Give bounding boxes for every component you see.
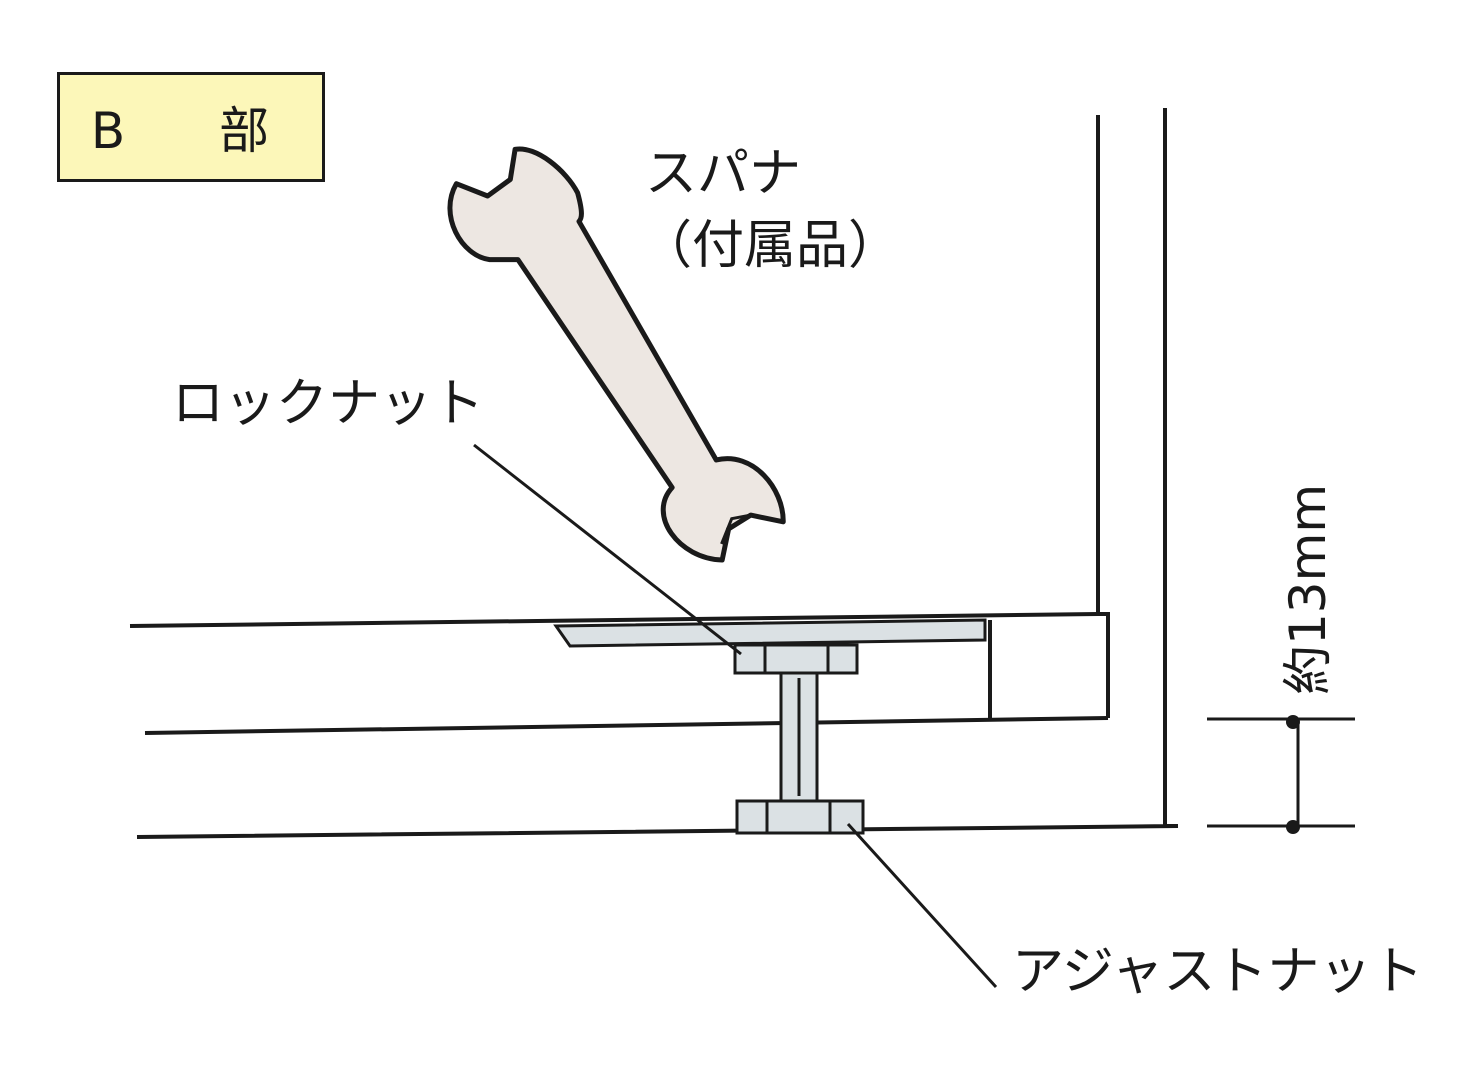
spanner-icon xyxy=(447,146,786,563)
adjust-nut-leader-line xyxy=(846,822,998,989)
cabinet-bottom-top-line xyxy=(129,612,1099,628)
lock-nut-label: ロックナット xyxy=(172,374,485,434)
floor-line xyxy=(136,824,1179,839)
spanner-label: スパナ xyxy=(645,144,802,204)
lock-nut xyxy=(733,643,859,675)
spanner-note-label: （付属品） xyxy=(640,216,901,276)
section-label-box: B 部 xyxy=(57,72,325,182)
dimension-label: 約13mm xyxy=(1279,483,1337,695)
adjust-nut-label: アジャストナット xyxy=(1012,942,1424,1002)
mounting-plate xyxy=(553,618,987,648)
section-label: B 部 xyxy=(90,102,292,160)
lock-nut-leader-line xyxy=(473,443,742,656)
adjust-nut xyxy=(735,799,865,835)
cabinet-outline xyxy=(129,108,1179,839)
inner-wall-return-line xyxy=(1098,612,1110,718)
dimension-indicator xyxy=(1207,715,1355,834)
adjuster-bolt xyxy=(779,671,819,803)
cabinet-bottom-lower-line xyxy=(144,716,1109,735)
